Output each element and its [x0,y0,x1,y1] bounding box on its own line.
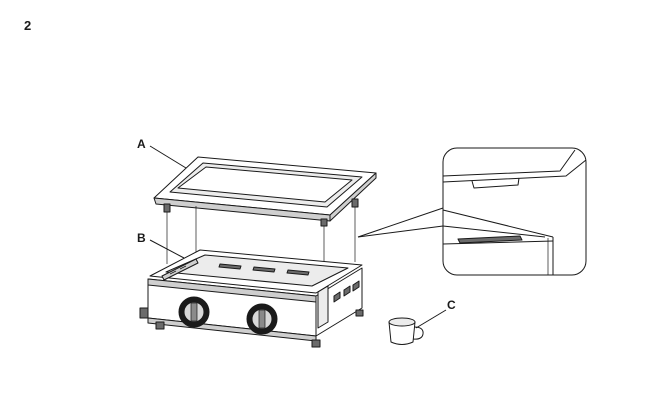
griddle-mounting-pin-right [351,198,359,208]
callout-label-a: A [137,137,146,151]
callout-label-c: C [447,298,456,312]
callout-label-b: B [137,231,146,245]
step-number: 2 [24,18,32,33]
griddle-mounting-pin-left [163,203,171,213]
detail-inset [442,147,587,276]
leader-line-a [149,145,187,169]
leader-line-c [415,309,447,329]
griddle-plate [153,156,377,222]
control-knob-left-icon [178,296,210,328]
detail-projection-lines [357,207,444,238]
control-knob-right-icon [246,303,278,335]
griddle-mounting-pin-front [320,218,328,227]
cup-icon [388,317,424,345]
burner-unit [139,249,364,348]
